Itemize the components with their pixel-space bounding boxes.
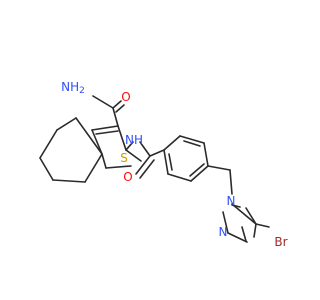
bond [179, 135, 205, 144]
pyrazole-n2-label: N [219, 225, 228, 239]
amide-linker [125, 141, 165, 179]
bond [203, 142, 209, 167]
bond [183, 140, 201, 147]
bond [39, 157, 54, 181]
pyrazole-n1-label: N [227, 194, 236, 208]
bond [255, 223, 270, 228]
bond [139, 159, 155, 179]
bond [189, 163, 205, 177]
background [0, 0, 300, 300]
bond [241, 226, 247, 242]
carboxamide-group [92, 95, 125, 127]
bond [163, 149, 169, 175]
bond [101, 153, 107, 169]
bond [105, 165, 132, 169]
bond [91, 125, 119, 131]
bond [95, 130, 119, 135]
bond [117, 125, 127, 151]
molecule-structure: NH2 O NH S O N N Br [0, 0, 300, 300]
benzene-ring [163, 135, 209, 182]
bond [125, 149, 142, 162]
amide-nh2-label: NH2 [61, 80, 85, 96]
bromine-label: Br [274, 235, 287, 249]
bond [163, 135, 181, 151]
bond [56, 117, 77, 131]
benzamide-oxygen-label: O [123, 170, 132, 184]
bond [168, 153, 173, 171]
nh-linker-label: NH [125, 133, 143, 147]
bond [227, 232, 248, 243]
cyclohexane-ring [39, 117, 103, 183]
pyrazole-ring [207, 165, 270, 243]
bond [139, 141, 151, 157]
bond [167, 173, 192, 182]
sulfur-label: S [120, 151, 128, 165]
bond [149, 149, 165, 157]
bond [207, 165, 231, 171]
bond [231, 203, 257, 225]
atom-labels: NH2 O NH S O N N Br [61, 80, 288, 249]
bond [135, 155, 151, 175]
bond [190, 165, 209, 182]
bond [52, 179, 86, 183]
bond [84, 153, 103, 183]
bond [112, 107, 119, 127]
bond [229, 169, 233, 195]
bond [115, 104, 125, 113]
bond [75, 117, 103, 155]
bond [91, 129, 103, 155]
bond [39, 129, 58, 159]
bond [253, 223, 257, 238]
thiophene-ring [91, 125, 142, 169]
bond [231, 204, 241, 208]
bond [222, 211, 229, 234]
bond [112, 100, 122, 109]
amide-oxygen-label: O [121, 90, 130, 104]
bond [92, 95, 114, 109]
bond [125, 141, 134, 151]
bond [245, 207, 257, 225]
